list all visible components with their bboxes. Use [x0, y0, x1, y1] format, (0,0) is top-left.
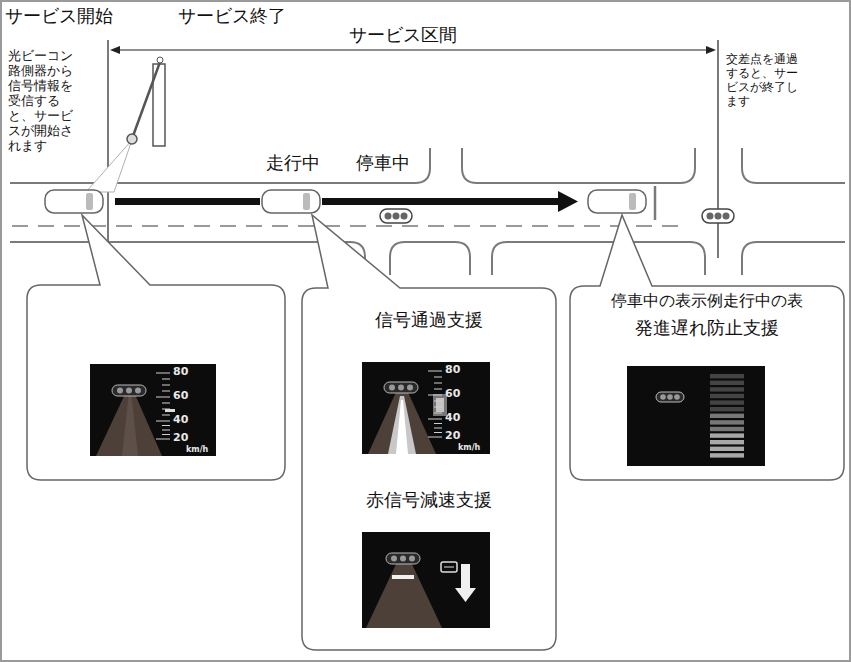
- scale-tick: [162, 385, 170, 386]
- display-screen: 80 60 40 20km/h: [362, 362, 490, 454]
- scale-tick: [162, 415, 170, 416]
- scale-tick: [434, 389, 442, 390]
- scale-number: 20: [173, 432, 188, 445]
- scale-tick: [434, 432, 442, 433]
- scale-tick: [162, 425, 170, 426]
- scale-number: 40: [173, 414, 188, 427]
- speed-scale: [156, 371, 442, 439]
- callout-box: 停車中の表示例走行中の表発進遅れ防止支援: [570, 286, 844, 480]
- scale-tick: [162, 430, 170, 431]
- scale-tick: [156, 421, 170, 422]
- scale-number: 20: [445, 430, 460, 443]
- scale-tick: [428, 419, 442, 420]
- scale-tick: [162, 403, 170, 404]
- scale-tick: [428, 371, 442, 372]
- scale-tick: [434, 413, 442, 414]
- level-stripe: [710, 387, 744, 391]
- scale-tick: [156, 373, 170, 374]
- scale-tick: [162, 379, 170, 380]
- road: [10, 148, 845, 275]
- callout-heading: 信号通過支援: [375, 310, 483, 331]
- scale-number: km/h: [186, 445, 208, 454]
- level-bar: [710, 374, 744, 458]
- scale-tick: [434, 401, 442, 402]
- section-label: サービス終了: [178, 5, 286, 27]
- scale-tick: [434, 377, 442, 378]
- scale-tick: [428, 395, 442, 396]
- level-stripe: [710, 407, 744, 411]
- note-text: 交差点を通過すると、サービスが終了します: [726, 52, 804, 108]
- level-stripe: [710, 400, 744, 404]
- car: [45, 190, 646, 213]
- scale-number: km/h: [458, 443, 480, 452]
- display-screen: [90, 364, 216, 456]
- callout-heading: 停車中の表示例走行中の表: [611, 292, 803, 310]
- state-label: 停車中: [356, 152, 410, 174]
- state-label: 走行中: [266, 152, 320, 174]
- scale-tick: [156, 397, 170, 398]
- interval-label: サービス区間: [345, 24, 461, 46]
- scale-tick: [162, 391, 170, 392]
- level-stripe: [710, 440, 744, 444]
- level-stripe: [710, 447, 744, 451]
- scale-number: 80: [173, 366, 188, 379]
- callout-heading: 赤信号減速支援: [366, 490, 492, 511]
- display-screen: 80 60 40 20km/h: [90, 364, 216, 456]
- level-stripe: [710, 420, 744, 424]
- note-text: 光ビーコン路側器から信号情報を受信すると、サービスが開始されます: [8, 48, 78, 153]
- level-stripe: [710, 453, 744, 457]
- traffic-signal: [380, 209, 734, 223]
- scale-tick: [162, 434, 170, 435]
- scale-tick: [156, 439, 170, 440]
- optical-beacon: [86, 57, 165, 192]
- scale-tick: [434, 428, 442, 429]
- display-screen: [362, 532, 490, 628]
- scale-number: 80: [445, 364, 460, 377]
- callout-heading: 発進遅れ防止支援: [635, 318, 779, 339]
- display-screen: [627, 366, 765, 466]
- level-stripe: [710, 427, 744, 431]
- scale-tick: [434, 423, 442, 424]
- section-label: サービス開始: [5, 5, 113, 27]
- callout-box: 信号通過支援赤信号減速支援 80 60 40 20km/h: [302, 288, 556, 650]
- level-stripe: [710, 433, 744, 437]
- scale-tick: [434, 407, 442, 408]
- scale-tick: [428, 437, 442, 438]
- callout-bubble: [27, 215, 844, 650]
- level-stripe: [710, 414, 744, 418]
- scale-number: 60: [173, 390, 188, 403]
- display-screen: [362, 362, 490, 454]
- scale-tick: [162, 409, 170, 410]
- level-stripe: [710, 394, 744, 398]
- scale-tick: [434, 383, 442, 384]
- scale-number: 60: [445, 388, 460, 401]
- level-stripe: [710, 381, 744, 385]
- level-stripe: [710, 374, 744, 378]
- scale-number: 40: [445, 412, 460, 425]
- travel-arrow: [115, 191, 578, 212]
